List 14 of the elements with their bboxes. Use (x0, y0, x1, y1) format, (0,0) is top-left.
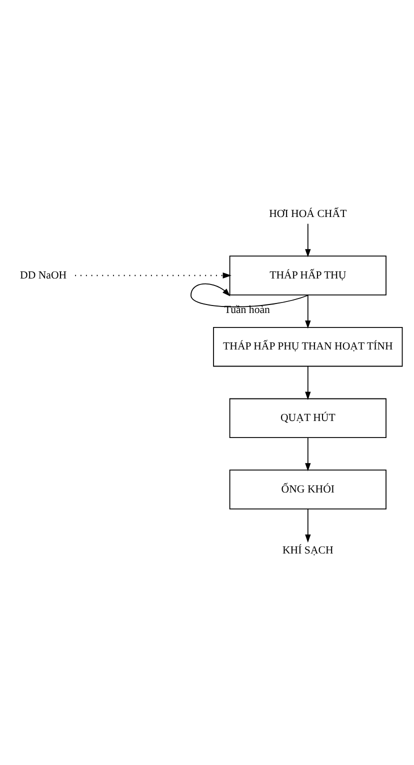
node-box: ỐNG KHÓI (229, 470, 386, 510)
node-text: DD NaOH (20, 269, 67, 282)
arrow (75, 272, 232, 279)
arrow (305, 223, 311, 258)
arrow (305, 508, 311, 543)
arrow (305, 437, 311, 472)
edge-label: Tuần hoàn (224, 304, 270, 316)
node-text: KHÍ SẠCH (282, 544, 334, 557)
arrow (305, 294, 311, 329)
node-box: THÁP HẤP THỤ (229, 256, 386, 296)
node-box: THÁP HẤP PHỤ THAN HOẠT TÍNH (213, 326, 403, 367)
node-box: QUẠT HÚT (229, 398, 386, 438)
arrow (305, 366, 311, 400)
node-text: HƠI HOÁ CHẤT (269, 208, 347, 220)
